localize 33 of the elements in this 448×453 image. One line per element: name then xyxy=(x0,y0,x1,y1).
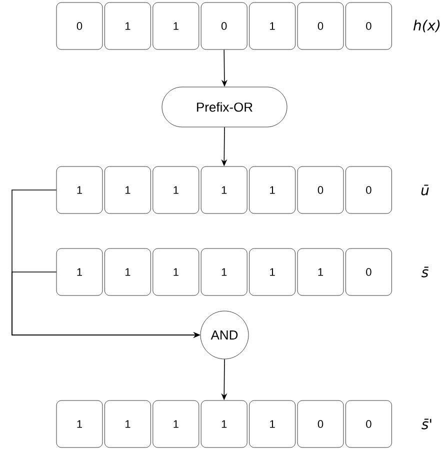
bit-cell: 0 xyxy=(346,166,392,214)
process-box: Prefix-OR xyxy=(162,86,288,128)
bit-cell: 1 xyxy=(104,400,151,448)
bit-cell: 0 xyxy=(297,166,344,214)
bit-cell: 0 xyxy=(346,248,392,296)
bit-cell: 1 xyxy=(152,400,200,448)
bit-cell: 1 xyxy=(249,248,296,296)
bit-cell: 1 xyxy=(297,248,344,296)
bit-cell: 1 xyxy=(249,166,296,214)
bit-cell: 0 xyxy=(200,2,248,50)
bit-cell: 1 xyxy=(104,2,151,50)
bit-cell: 1 xyxy=(200,400,248,448)
bit-cell: 1 xyxy=(200,248,248,296)
row-label: s̄ xyxy=(422,266,428,278)
bit-cell: 1 xyxy=(249,2,296,50)
bit-cell: 1 xyxy=(152,248,200,296)
bit-cell: 0 xyxy=(297,400,344,448)
bit-cell: 1 xyxy=(200,166,248,214)
bit-cell: 1 xyxy=(152,2,200,50)
row-label: h(x) xyxy=(413,20,440,32)
bit-cell: 0 xyxy=(56,2,103,50)
bit-cell: 0 xyxy=(346,2,392,50)
bit-cell: 1 xyxy=(56,400,103,448)
bit-cell: 0 xyxy=(346,400,392,448)
bit-cell: 1 xyxy=(104,166,151,214)
row-label: ū xyxy=(421,184,429,196)
row-label: s̄' xyxy=(422,418,432,430)
bit-cell: 0 xyxy=(297,2,344,50)
bit-cell: 1 xyxy=(56,248,103,296)
bit-cell: 1 xyxy=(104,248,151,296)
bit-cell: 1 xyxy=(152,166,200,214)
bit-cell: 1 xyxy=(249,400,296,448)
bit-cell: 1 xyxy=(56,166,103,214)
